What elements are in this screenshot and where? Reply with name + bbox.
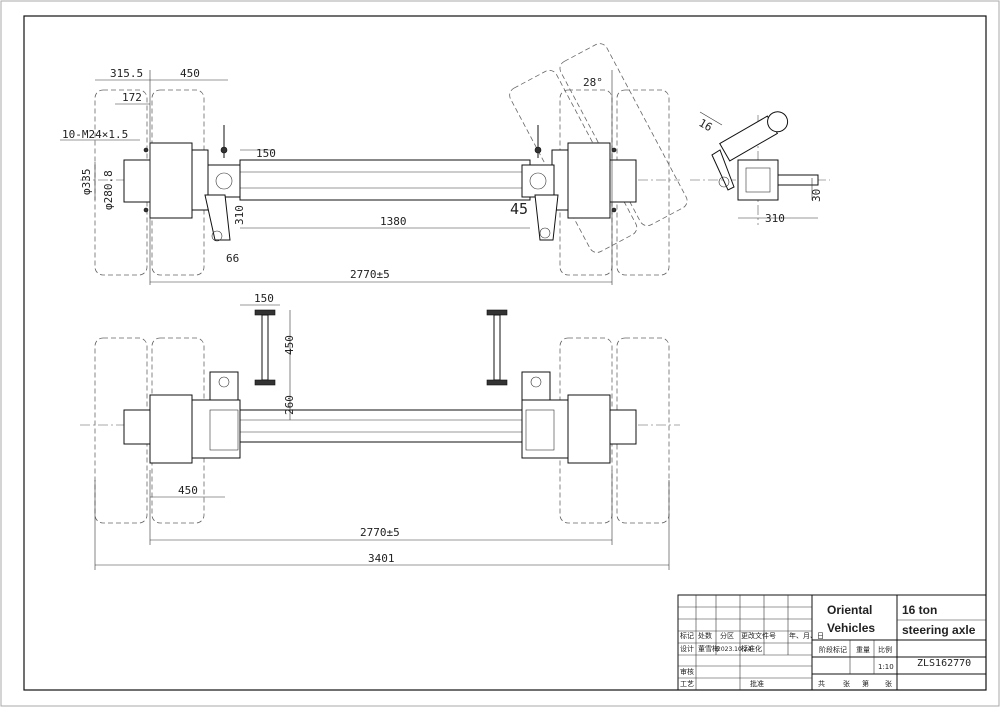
tb-label-stage: 阶段标记 — [819, 645, 847, 654]
right-brake-drum — [567, 142, 611, 219]
dim-150-front: 150 — [254, 292, 274, 305]
dim-450-section: 450 — [283, 335, 296, 355]
tb-label-process: 工艺 — [680, 680, 694, 688]
company-name-line2: Vehicles — [827, 621, 875, 635]
product-name-line2: steering axle — [902, 623, 976, 637]
beam-section-right — [486, 309, 508, 386]
top-view: 315.5 450 172 10-M24×1.5 φ335 φ280.8 150… — [60, 43, 688, 285]
dim-30: 30 — [810, 189, 823, 202]
left-brake-drum — [149, 142, 193, 219]
dim-310-top: 310 — [233, 205, 246, 225]
tb-label-review: 审核 — [680, 667, 694, 676]
drawing-frame — [23, 15, 987, 691]
axle-beam-front — [239, 409, 531, 443]
tb-scale: 1:10 — [878, 663, 894, 671]
dim-172: 172 — [122, 91, 142, 104]
tb-label-approve: 批准 — [750, 679, 764, 688]
left-kingpin — [207, 164, 241, 198]
tb-label-design: 设计 — [680, 644, 694, 653]
dim-335: φ335 — [80, 169, 93, 196]
tb-label-zone: 分区 — [720, 631, 734, 640]
tb-label-page: 第 — [862, 679, 869, 688]
tb-label-date: 年、月、日 — [789, 631, 824, 640]
title-block: 标记 处数 分区 更改文件号 年、月、日 设计 董雪梅 2023.10.24 标… — [677, 594, 987, 691]
tb-label-weight: 重量 — [856, 646, 870, 654]
axle-beam-top — [239, 159, 531, 201]
dim-45: 45 — [510, 200, 528, 218]
right-hub-cap — [609, 159, 637, 203]
side-view: 16 310 30 — [690, 111, 830, 225]
tb-design-date: 2023.10.24 — [717, 646, 752, 653]
dim-315: 315.5 — [110, 67, 143, 80]
dim-150-top: 150 — [256, 147, 276, 160]
dim-260: 260 — [283, 395, 296, 415]
company-name-line1: Oriental — [827, 603, 872, 617]
dim-1380: 1380 — [380, 215, 407, 228]
left-steering-arm — [204, 194, 231, 241]
tb-label-sheet: 张 — [843, 679, 850, 688]
dim-450-top: 450 — [180, 67, 200, 80]
tb-label-ratio: 比例 — [878, 645, 892, 654]
dim-2770-top: 2770±5 — [350, 268, 390, 281]
tb-label-standard: 标准化 — [741, 644, 762, 653]
tb-label-total: 共 — [818, 679, 825, 688]
dim-thread: 10-M24×1.5 — [62, 128, 128, 141]
beam-section-left — [254, 309, 276, 386]
dim-28-deg: 28° — [583, 76, 603, 89]
tb-label-count: 处数 — [698, 631, 712, 640]
tb-label-change-doc: 更改文件号 — [741, 631, 776, 640]
tb-label-sheet2: 张 — [885, 679, 892, 688]
right-kingpin — [521, 164, 555, 198]
tb-label-mark: 标记 — [680, 631, 694, 640]
side-kingpin-block — [737, 159, 779, 201]
dim-2770-front: 2770±5 — [360, 526, 400, 539]
dim-310-side: 310 — [765, 212, 785, 225]
tb-designer: 董雪梅 — [698, 644, 719, 653]
product-name-line1: 16 ton — [902, 603, 937, 617]
dim-16: 16 — [697, 116, 715, 134]
side-beam — [777, 174, 819, 186]
dim-280: φ280.8 — [102, 170, 115, 210]
drawing-number: ZLS162770 — [917, 658, 971, 669]
right-steering-arm — [534, 194, 559, 241]
front-view: 150 450 260 450 2770±5 3401 — [80, 292, 680, 570]
dim-66: 66 — [226, 252, 239, 265]
left-hub-cap — [123, 159, 151, 203]
dim-450-front: 450 — [178, 484, 198, 497]
dim-3401: 3401 — [368, 552, 395, 565]
